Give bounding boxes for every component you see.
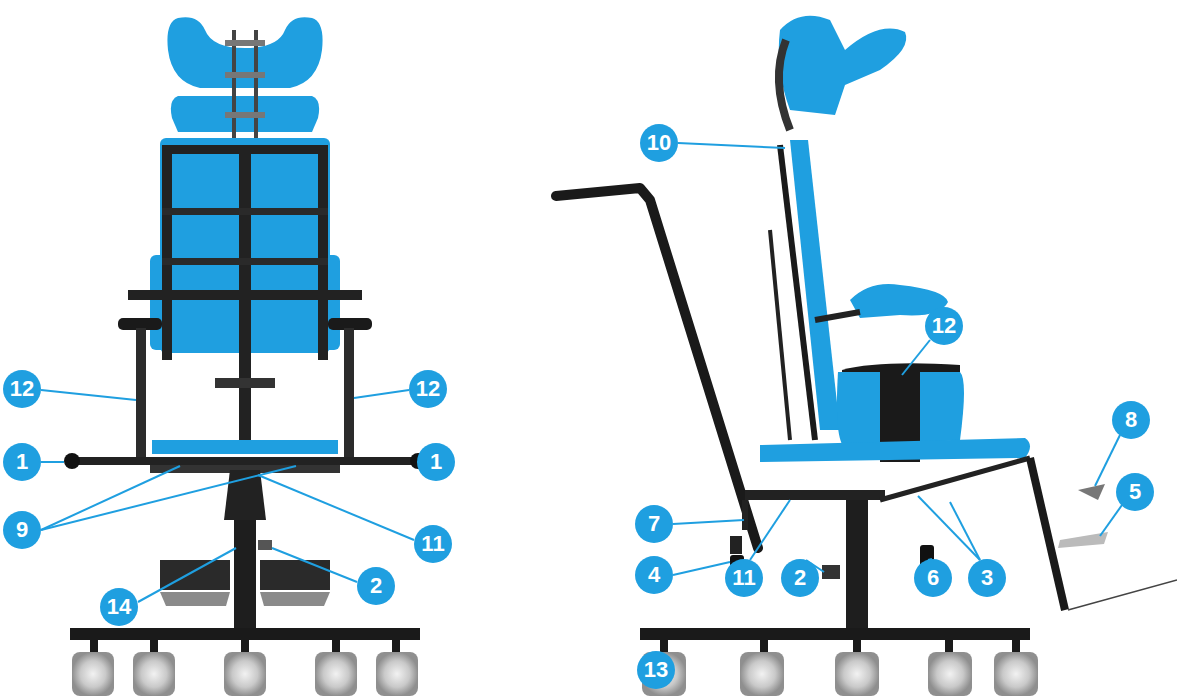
callout-number: 10 <box>640 124 678 162</box>
callout-number: 6 <box>914 559 952 597</box>
callout-number: 8 <box>1112 401 1150 439</box>
callout-number: 7 <box>635 505 673 543</box>
callout-text: 4 <box>648 562 660 588</box>
callout-number: 3 <box>968 559 1006 597</box>
side-view <box>556 16 1177 696</box>
callout-text: 10 <box>647 130 671 156</box>
callout-text: 3 <box>981 565 993 591</box>
callout-number: 11 <box>725 559 763 597</box>
callout-number: 4 <box>635 556 673 594</box>
callout-text: 8 <box>1125 407 1137 433</box>
callout-number: 12 <box>3 370 41 408</box>
callout-text: 2 <box>794 565 806 591</box>
callout-number: 12 <box>409 370 447 408</box>
leader-lines <box>41 143 1122 602</box>
callout-text: 7 <box>648 511 660 537</box>
callout-text: 11 <box>732 565 755 591</box>
callout-number: 2 <box>357 567 395 605</box>
callout-text: 1 <box>430 449 442 475</box>
callout-text: 12 <box>416 376 440 402</box>
callout-number: 2 <box>781 559 819 597</box>
callout-text: 1 <box>16 449 28 475</box>
callout-text: 11 <box>421 531 444 557</box>
callout-text: 2 <box>370 573 382 599</box>
callout-text: 14 <box>107 594 131 620</box>
callout-text: 5 <box>1129 479 1141 505</box>
callout-number: 1 <box>417 443 455 481</box>
callout-number: 11 <box>414 525 452 563</box>
callout-text: 13 <box>644 657 668 683</box>
callout-text: 9 <box>16 517 28 543</box>
callout-number: 12 <box>925 307 963 345</box>
callout-number: 9 <box>3 511 41 549</box>
callout-number: 13 <box>637 651 675 689</box>
rear-view <box>64 17 426 696</box>
callout-text: 12 <box>10 376 34 402</box>
callout-number: 5 <box>1116 473 1154 511</box>
callout-text: 12 <box>932 313 956 339</box>
callout-number: 14 <box>100 588 138 626</box>
callout-number: 1 <box>3 443 41 481</box>
callout-text: 6 <box>927 565 939 591</box>
